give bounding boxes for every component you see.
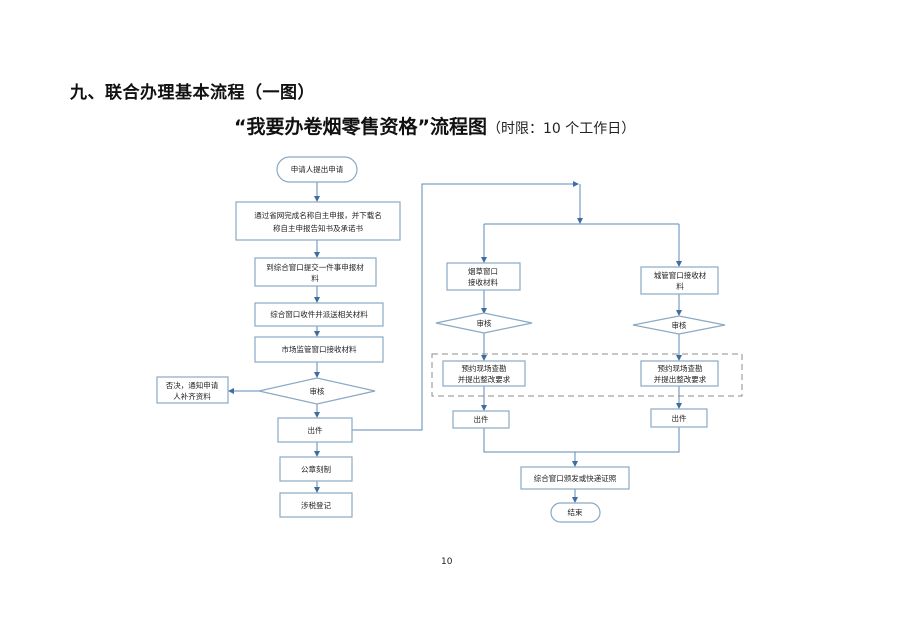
page-number: 10 [441, 557, 453, 567]
urban-inspect-label-2: 并提出整改要求 [654, 374, 707, 384]
step-dispatch-materials-label: 综合窗口收件并派送相关材料 [270, 309, 368, 319]
step-name-declaration-label-2: 称自主申报告知书及承诺书 [273, 223, 363, 233]
flowchart-title-main: “我要办卷烟零售资格”流程图 [234, 116, 487, 138]
final-issue-label: 综合窗口颁发或快递证照 [534, 473, 617, 483]
step-submit-materials-label-1: 到综合窗口提交一件事申报材 [266, 262, 364, 272]
urban-review-decision [632, 315, 726, 335]
tobacco-receive-label-1: 烟草窗口 [468, 266, 498, 276]
urban-receive-label-1: 城管窗口接收材 [654, 270, 707, 280]
tobacco-inspect-label-2: 并提出整改要求 [458, 374, 511, 384]
tobacco-review-decision [435, 312, 533, 334]
tobacco-issue-label: 出件 [474, 414, 489, 424]
tobacco-issue-box [452, 410, 510, 429]
connector-to-parallel [352, 181, 579, 431]
urban-inspect-box [640, 360, 719, 387]
step-submit-materials [254, 257, 377, 287]
tax-registration-label: 涉税登记 [301, 500, 331, 510]
urban-receive-label-2: 料 [676, 281, 684, 291]
tobacco-inspect-label-1: 预约现场查勘 [462, 363, 507, 373]
final-issue-box [520, 466, 630, 490]
step-name-declaration [235, 201, 401, 241]
reject-notify-label-1: 否决，通知申请 [166, 380, 219, 390]
start-node [276, 156, 358, 183]
issue-license-box [277, 417, 353, 443]
tobacco-receive-box [446, 262, 521, 291]
urban-inspect-label-1: 预约现场查勘 [658, 363, 703, 373]
issue-license-label: 出件 [308, 425, 323, 435]
start-node-label: 申请人提出申请 [291, 164, 344, 174]
seal-engraving-box [279, 456, 353, 482]
flowchart-title: “我要办卷烟零售资格”流程图（时限：10 个工作日） [234, 112, 635, 139]
step-submit-materials-label-2: 料 [311, 273, 319, 283]
end-node [550, 502, 601, 523]
end-node-label: 结束 [568, 507, 583, 517]
section-heading: 九、联合办理基本流程（一图） [70, 83, 315, 103]
review-decision [258, 377, 376, 405]
seal-engraving-label: 公章刻制 [301, 464, 331, 474]
review-decision-label: 审核 [310, 386, 325, 396]
step-market-receive [254, 336, 384, 363]
tobacco-review-label: 审核 [477, 318, 492, 328]
connector-merge [483, 427, 680, 453]
step-dispatch-materials [254, 302, 384, 327]
urban-issue-box [650, 408, 708, 428]
onsite-inspection-group [431, 353, 743, 397]
flowchart-title-time-limit: （时限：10 个工作日） [486, 121, 636, 137]
step-market-receive-label: 市场监管窗口接收材料 [282, 344, 357, 354]
urban-issue-label: 出件 [672, 413, 687, 423]
tobacco-receive-label-2: 接收材料 [468, 277, 498, 287]
urban-review-label: 审核 [672, 320, 687, 330]
connectors [228, 181, 682, 503]
tobacco-inspect-box [442, 360, 526, 387]
urban-receive-box [640, 266, 719, 295]
tax-registration-box [279, 492, 353, 518]
reject-notify-box [156, 376, 229, 404]
reject-notify-label-2: 人补齐资料 [173, 391, 211, 401]
step-name-declaration-label-1: 通过省网完成名称自主申报，并下载名 [254, 210, 382, 220]
